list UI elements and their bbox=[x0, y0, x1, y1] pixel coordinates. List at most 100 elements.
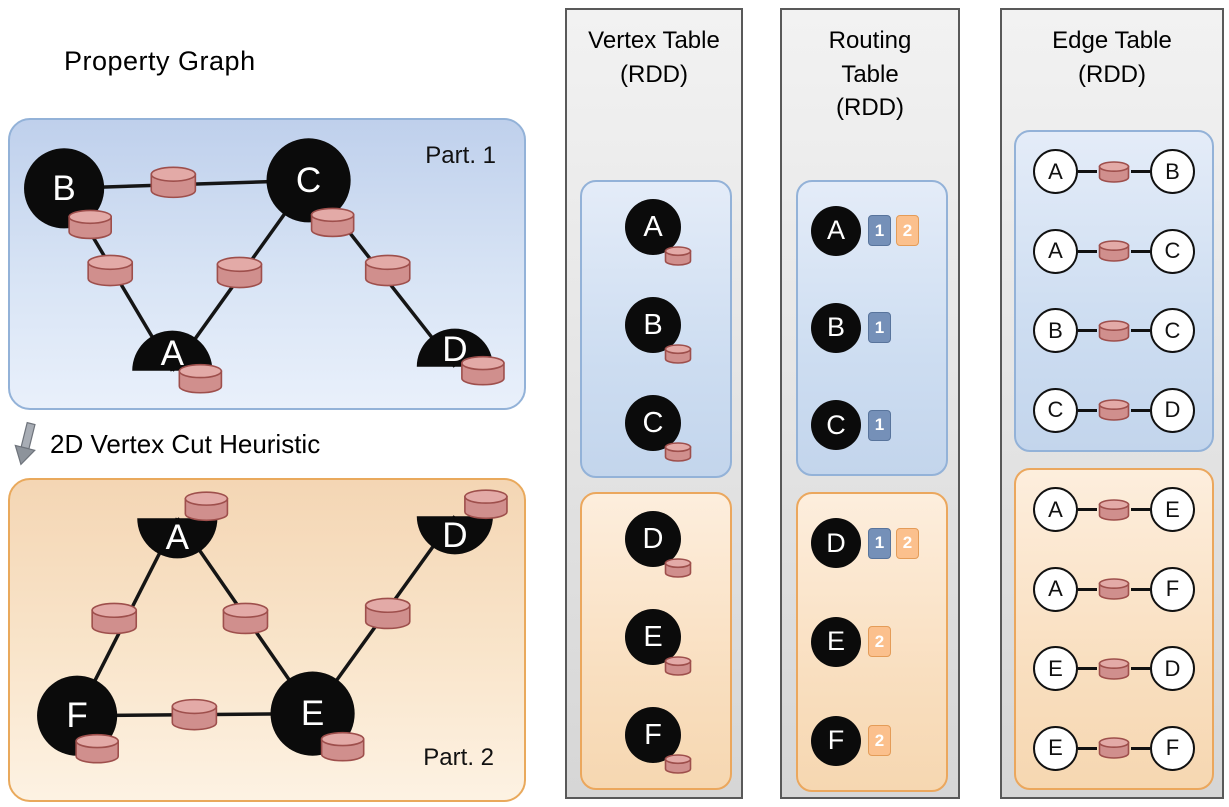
property-cylinder-icon bbox=[1098, 498, 1130, 521]
vertex-circle: C bbox=[811, 400, 861, 451]
partition-badge: 1 bbox=[868, 312, 891, 344]
edge-connector bbox=[1131, 587, 1150, 591]
vertex-circle: E bbox=[811, 616, 861, 667]
edge-property-cylinder bbox=[150, 166, 197, 199]
edge-connector bbox=[1078, 408, 1097, 412]
vertex-circle: D bbox=[625, 511, 681, 567]
property-cylinder-icon bbox=[664, 344, 692, 364]
edge-property-cylinder bbox=[364, 597, 411, 630]
partition-badge: 2 bbox=[896, 527, 919, 559]
property-cylinder-icon bbox=[1098, 160, 1130, 183]
property-cylinder-icon bbox=[1098, 657, 1130, 680]
vertex-property-cylinder bbox=[461, 355, 505, 386]
edge-property-cylinder bbox=[91, 602, 138, 635]
vertex-property-cylinder bbox=[320, 731, 365, 762]
vertex-table-entry-D: D bbox=[625, 511, 692, 578]
edge-connector bbox=[1078, 508, 1097, 512]
edge-src-circle: C bbox=[1033, 387, 1078, 433]
vertex-table-entry-C: C bbox=[625, 395, 692, 462]
partition-badges: 1 bbox=[868, 312, 891, 344]
graph-vertex-A: A bbox=[132, 330, 213, 373]
vertex-circle: B bbox=[811, 302, 861, 353]
partition-badges: 2 bbox=[868, 626, 891, 658]
partition-badge: 1 bbox=[868, 215, 891, 247]
vertex-table-entry-B: B bbox=[625, 297, 692, 364]
column-title-line: (RDD) bbox=[836, 94, 904, 122]
property-cylinder-icon bbox=[664, 442, 692, 462]
vertex-property-cylinder bbox=[75, 733, 120, 764]
edge-connector bbox=[1078, 249, 1097, 253]
edge-property-cylinder bbox=[222, 602, 269, 635]
vertex-circle: F bbox=[625, 707, 681, 763]
heuristic-label: 2D Vertex Cut Heuristic bbox=[50, 428, 321, 459]
vertex-circle: E bbox=[625, 609, 681, 665]
partition-badge: 2 bbox=[868, 626, 891, 658]
edge-connector bbox=[1078, 746, 1097, 750]
svg-text:C: C bbox=[296, 161, 321, 200]
column-title-line: Table bbox=[841, 60, 899, 88]
edge-src-circle: A bbox=[1033, 566, 1078, 612]
edge-property-cylinder bbox=[87, 254, 134, 287]
vertex-table-entry-A: A bbox=[625, 199, 692, 266]
vertex-circle: F bbox=[811, 715, 861, 766]
edge-connector bbox=[1078, 587, 1097, 591]
edge-src-circle: B bbox=[1033, 308, 1078, 354]
property-cylinder-icon bbox=[664, 656, 692, 676]
property-graph-title: Property Graph bbox=[64, 46, 256, 76]
edge-connector bbox=[1131, 329, 1150, 333]
property-cylinder-icon bbox=[1098, 399, 1130, 422]
graph-vertex-B: B bbox=[24, 148, 105, 229]
vertex-property-cylinder bbox=[184, 491, 229, 522]
vertex-property-cylinder bbox=[310, 207, 355, 238]
edge-property-cylinder bbox=[171, 698, 218, 731]
edge-dst-circle: D bbox=[1150, 387, 1195, 433]
partition-badges: 2 bbox=[868, 725, 891, 757]
property-cylinder-icon bbox=[664, 246, 692, 266]
vertex-table-entry-F: F bbox=[625, 707, 692, 774]
property-cylinder-icon bbox=[1098, 319, 1130, 342]
edge-dst-circle: E bbox=[1150, 487, 1195, 533]
edge-dst-circle: D bbox=[1150, 646, 1195, 692]
graph-vertex-A: A bbox=[137, 518, 218, 559]
partition-badge: 1 bbox=[868, 527, 891, 559]
edge-dst-circle: B bbox=[1150, 149, 1195, 195]
svg-text:D: D bbox=[442, 516, 467, 555]
svg-text:E: E bbox=[301, 694, 324, 733]
edge-src-circle: A bbox=[1033, 149, 1078, 195]
vertex-circle: C bbox=[625, 395, 681, 451]
property-cylinder-icon bbox=[1098, 240, 1130, 263]
column-title-line: Vertex Table bbox=[588, 27, 720, 54]
vertex-property-cylinder bbox=[464, 489, 508, 520]
vertex-circle: B bbox=[625, 297, 681, 353]
edge-connector bbox=[1078, 329, 1097, 333]
edge-connector bbox=[1131, 746, 1150, 750]
edge-connector bbox=[1131, 508, 1150, 512]
svg-text:B: B bbox=[52, 169, 75, 208]
edge-src-circle: E bbox=[1033, 725, 1078, 771]
svg-text:F: F bbox=[66, 696, 87, 735]
edge-dst-circle: C bbox=[1150, 308, 1195, 354]
column-title-line: Edge Table bbox=[1052, 27, 1172, 54]
edge-dst-circle: F bbox=[1150, 725, 1195, 771]
partition-1-label: Part. 1 bbox=[425, 142, 496, 169]
column-title-line: (RDD) bbox=[620, 60, 688, 88]
